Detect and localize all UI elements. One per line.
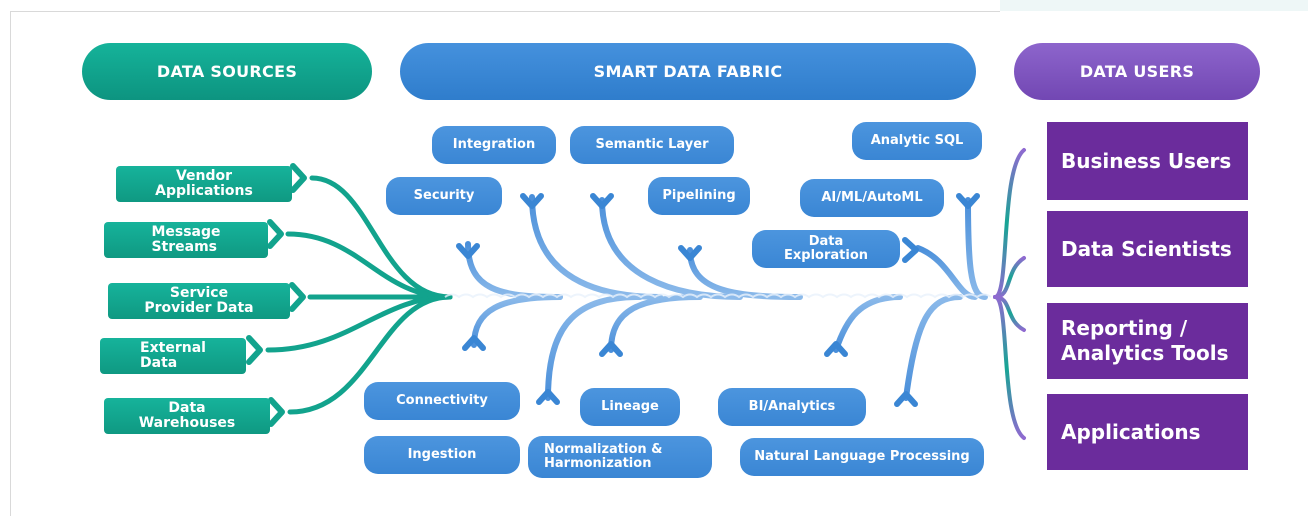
user-label-line: Applications bbox=[1061, 419, 1201, 444]
chevron-icon bbox=[956, 193, 980, 209]
capability-security: Security bbox=[386, 177, 502, 215]
capability-natural-language-processing: Natural Language Processing bbox=[740, 438, 984, 476]
chevron-icon bbox=[456, 243, 480, 259]
header-data-users: DATA USERS bbox=[1014, 43, 1260, 100]
source-label-line: Provider Data bbox=[144, 300, 254, 316]
header-data-sources: DATA SOURCES bbox=[82, 43, 372, 100]
source-label-line: Service bbox=[169, 285, 229, 301]
chevron-icon bbox=[290, 163, 307, 193]
capability-ingestion: Ingestion bbox=[364, 436, 520, 474]
source-flows bbox=[265, 175, 453, 415]
capability-connectivity: Connectivity bbox=[364, 382, 520, 420]
chevron-icon bbox=[268, 397, 285, 427]
capability-analytic-sql: Analytic SQL bbox=[852, 122, 982, 160]
source-label-line: Warehouses bbox=[138, 415, 236, 431]
chevron-icons bbox=[246, 163, 980, 427]
user-applications: Applications bbox=[1047, 394, 1248, 470]
capability-normalization-harmonization: Normalization & Harmonization bbox=[528, 436, 712, 478]
capability-pipelining: Pipelining bbox=[648, 177, 750, 215]
source-label-line: Streams bbox=[151, 239, 218, 255]
user-flows bbox=[993, 148, 1026, 440]
chevron-icon bbox=[267, 219, 284, 249]
source-label-line: Vendor bbox=[175, 168, 233, 184]
chevron-icon bbox=[590, 193, 614, 209]
frame-border-left bbox=[10, 11, 11, 516]
chevron-icon bbox=[462, 335, 486, 351]
chevron-icon bbox=[289, 282, 306, 312]
capability-semantic-layer: Semantic Layer bbox=[570, 126, 734, 164]
corner-tint bbox=[1000, 0, 1308, 11]
chevron-icon bbox=[894, 391, 918, 407]
capability-ai-ml-automl: AI/ML/AutoML bbox=[800, 179, 944, 217]
chevron-icon bbox=[824, 341, 848, 357]
user-reporting-analytics-tools: Reporting /Analytics Tools bbox=[1047, 303, 1248, 379]
user-label-line: Data Scientists bbox=[1061, 236, 1232, 261]
source-label-line: Data bbox=[140, 355, 178, 371]
capability-bi-analytics: BI/Analytics bbox=[718, 388, 866, 426]
source-label-line: External bbox=[140, 340, 206, 356]
user-label-line: Business Users bbox=[1061, 148, 1232, 173]
frame-border-top bbox=[10, 11, 1000, 12]
source-label-line: Data bbox=[168, 400, 206, 416]
chevron-icon bbox=[599, 341, 623, 357]
fabric-rope bbox=[435, 292, 1000, 302]
chevron-icon bbox=[246, 335, 263, 365]
chevron-icon bbox=[536, 389, 560, 405]
user-label-line: Analytics Tools bbox=[1061, 341, 1229, 365]
user-label-line: Reporting / bbox=[1061, 316, 1188, 340]
header-smart-data-fabric: SMART DATA FABRIC bbox=[400, 43, 976, 100]
user-business-users: Business Users bbox=[1047, 122, 1248, 200]
source-label-line: Message bbox=[151, 224, 221, 240]
capability-integration: Integration bbox=[432, 126, 556, 164]
user-data-scientists: Data Scientists bbox=[1047, 211, 1248, 287]
chevron-icon bbox=[520, 193, 544, 209]
capability-data-exploration: Data Exploration bbox=[752, 230, 900, 268]
chevron-icon bbox=[902, 237, 919, 263]
chevron-icon bbox=[678, 245, 702, 261]
capability-lineage: Lineage bbox=[580, 388, 680, 426]
capability-flows-bottom bbox=[471, 294, 963, 401]
source-label-line: Applications bbox=[155, 183, 253, 199]
